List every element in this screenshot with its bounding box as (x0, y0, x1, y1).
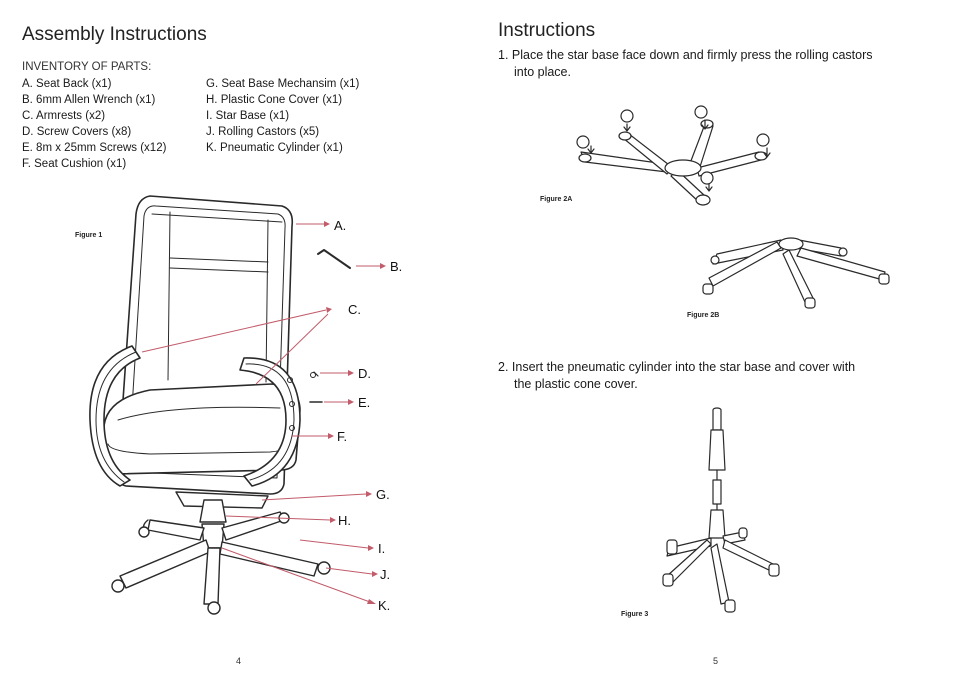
figure-3-illustration (662, 407, 780, 613)
step-1-line-2: into place. (514, 65, 571, 79)
figure-3-caption: Figure 3 (621, 611, 649, 618)
parts-list-col1: A. Seat Back (x1) B. 6mm Allen Wrench (x… (22, 76, 166, 172)
step-2-text: 2. Insert the pneumatic cylinder into th… (498, 359, 918, 393)
part-label: D. (358, 366, 371, 381)
list-item: E. 8m x 25mm Screws (x12) (22, 142, 167, 154)
list-item: B. 6mm Allen Wrench (x1) (22, 94, 156, 106)
list-item: D. Screw Covers (x8) (22, 126, 132, 138)
part-label: E. (358, 395, 370, 410)
part-label: C. (348, 302, 361, 317)
assembly-title: Assembly Instructions (22, 24, 207, 45)
inventory-heading: INVENTORY OF PARTS: (22, 61, 152, 73)
step-1-text: 1. Place the star base face down and fir… (498, 47, 918, 81)
step-1-line-1: 1. Place the star base face down and fir… (498, 48, 873, 62)
list-item: A. Seat Back (x1) (22, 78, 112, 90)
list-item: H. Plastic Cone Cover (x1) (206, 94, 343, 106)
part-label: K. (378, 598, 390, 613)
part-label: I. (378, 541, 385, 556)
part-label: G. (376, 487, 390, 502)
figure-1-caption: Figure 1 (75, 232, 103, 239)
figure-2a-caption: Figure 2A (540, 196, 573, 203)
page-number-right: 5 (713, 656, 719, 666)
step-2-line-2: the plastic cone cover. (514, 377, 638, 391)
page-number-left: 4 (236, 656, 242, 666)
part-label: A. (334, 218, 346, 233)
list-item: K. Pneumatic Cylinder (x1) (206, 142, 343, 154)
right-page: Instructions 1. Place the star base face… (477, 0, 954, 678)
step-2-line-1: 2. Insert the pneumatic cylinder into th… (498, 360, 856, 374)
list-item: I. Star Base (x1) (206, 110, 290, 122)
part-label: B. (390, 259, 402, 274)
list-item: J. Rolling Castors (x5) (206, 126, 320, 138)
figure-2b-caption: Figure 2B (687, 312, 720, 319)
list-item: F. Seat Cushion (x1) (22, 158, 127, 170)
parts-list-col2: G. Seat Base Mechansim (x1) H. Plastic C… (206, 76, 359, 156)
part-label: J. (380, 567, 390, 582)
figure-2a-illustration (576, 105, 771, 206)
list-item: G. Seat Base Mechansim (x1) (206, 78, 360, 90)
figure-1-chair-illustration: A. B. C. D. E. F. G. H. I. J. K. (89, 195, 402, 615)
part-label: H. (338, 513, 351, 528)
part-label: F. (337, 429, 347, 444)
list-item: C. Armrests (x2) (22, 110, 106, 122)
figure-2b-illustration (702, 237, 890, 309)
instructions-title: Instructions (498, 20, 596, 41)
left-page: Assembly Instructions INVENTORY OF PARTS… (22, 24, 402, 666)
